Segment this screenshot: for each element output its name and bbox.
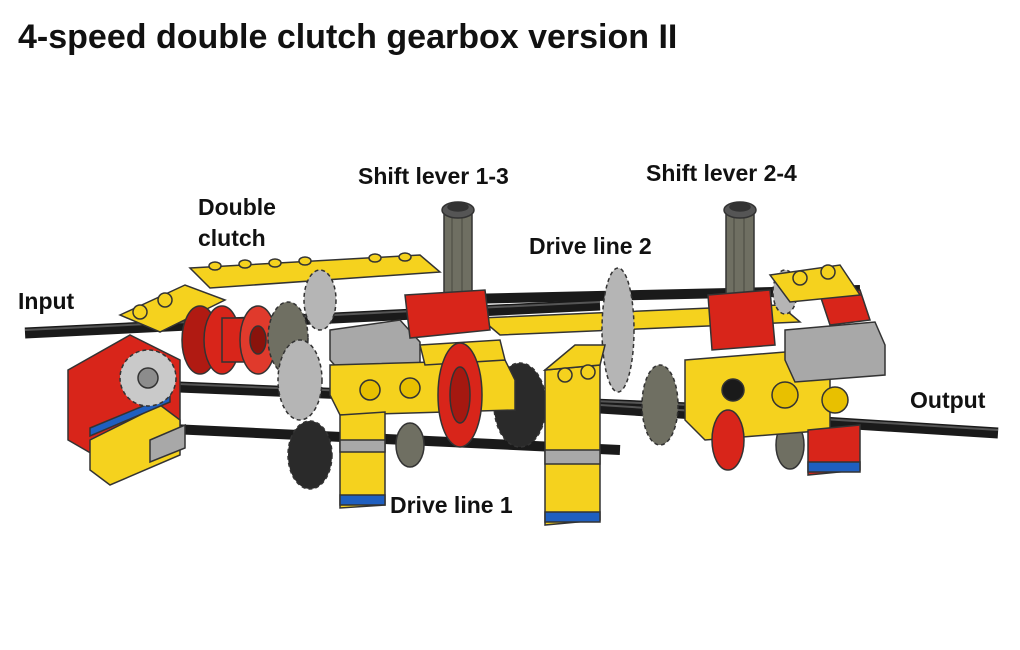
selector-ring bbox=[711, 409, 745, 471]
lever-red-block bbox=[404, 289, 491, 339]
plate-stud bbox=[208, 261, 222, 271]
left-frame-stud bbox=[157, 292, 173, 308]
plate-stud bbox=[398, 252, 412, 262]
drive-line-2-gear bbox=[601, 267, 635, 393]
right-frame bbox=[684, 264, 886, 476]
label-double-clutch-2: clutch bbox=[198, 225, 266, 251]
lever-knob-top bbox=[447, 202, 469, 212]
label-output: Output bbox=[910, 387, 986, 413]
plate-stud bbox=[268, 258, 282, 268]
label-input: Input bbox=[18, 288, 75, 314]
gear bbox=[395, 422, 425, 468]
lever-red-block bbox=[707, 289, 776, 351]
label-drive-line-2: Drive line 2 bbox=[529, 233, 652, 259]
center-yellow-beam bbox=[329, 359, 516, 416]
gear bbox=[641, 364, 679, 446]
right-gray-block bbox=[784, 321, 886, 383]
gear bbox=[303, 269, 337, 331]
gear-hub bbox=[137, 367, 159, 389]
label-shift-lever-24: Shift lever 2-4 bbox=[646, 160, 797, 186]
right-yellow-top bbox=[768, 264, 862, 303]
middle-right-frame bbox=[542, 344, 606, 526]
column-stud bbox=[580, 364, 596, 380]
center-frame bbox=[329, 319, 516, 509]
label-double-clutch-1: Double bbox=[198, 194, 276, 220]
mid-column-gray bbox=[544, 449, 601, 465]
right-stud bbox=[820, 264, 836, 280]
left-frame bbox=[67, 284, 227, 486]
beam-hole bbox=[821, 386, 849, 414]
clutch-hub-center bbox=[249, 325, 267, 355]
plate-stud bbox=[368, 253, 382, 263]
mid-yellow-column bbox=[544, 364, 601, 526]
label-shift-lever-13: Shift lever 1-3 bbox=[358, 163, 509, 189]
center-leg-blue bbox=[339, 494, 386, 506]
mid-column-blue bbox=[544, 511, 601, 523]
gear bbox=[287, 420, 333, 490]
plate-stud bbox=[298, 256, 312, 266]
right-leg-blue bbox=[807, 461, 861, 473]
beam-hole bbox=[721, 378, 745, 402]
beam-hole bbox=[771, 381, 799, 409]
mid-yellow-top bbox=[542, 344, 606, 371]
column-stud bbox=[557, 367, 573, 383]
gear bbox=[277, 339, 323, 421]
left-frame-stud bbox=[132, 304, 148, 320]
center-yellow-leg bbox=[339, 411, 386, 509]
beam-hole bbox=[359, 379, 381, 401]
center-leg-gray bbox=[339, 439, 386, 453]
selector-ring-inner bbox=[449, 366, 471, 424]
shift-lever-13 bbox=[404, 201, 491, 448]
beam-hole bbox=[399, 377, 421, 399]
diagram-title: 4-speed double clutch gearbox version II bbox=[18, 18, 677, 56]
label-drive-line-1: Drive line 1 bbox=[390, 492, 513, 518]
shift-lever-24 bbox=[707, 201, 776, 351]
right-stud bbox=[792, 270, 808, 286]
left-frame-gray-base bbox=[149, 423, 186, 464]
double-clutch bbox=[181, 305, 277, 375]
plate-stud bbox=[238, 259, 252, 269]
lever-knob-top bbox=[729, 202, 751, 212]
